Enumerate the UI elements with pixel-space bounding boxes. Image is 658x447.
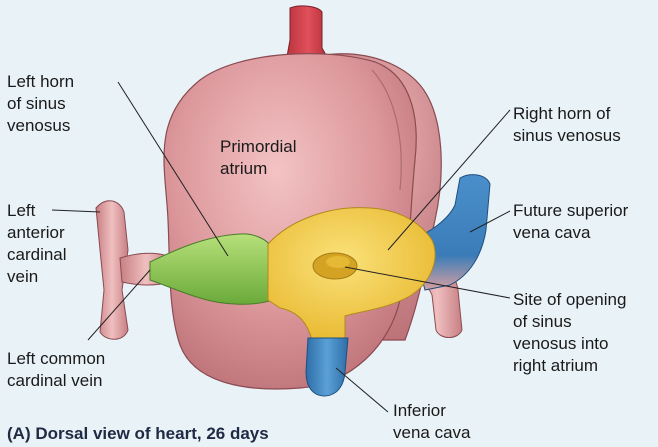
label-inferior-vena-cava: Inferior vena cava bbox=[393, 400, 471, 444]
label-future-svc: Future superior vena cava bbox=[513, 200, 628, 244]
inferior-vena-cava bbox=[306, 338, 348, 396]
label-right-horn: Right horn of sinus venosus bbox=[513, 103, 621, 147]
label-left-anterior-cardinal: Left anterior cardinal vein bbox=[7, 200, 67, 288]
label-left-horn: Left horn of sinus venosus bbox=[7, 71, 74, 137]
label-left-common-cardinal: Left common cardinal vein bbox=[7, 348, 105, 392]
leader-ivc bbox=[336, 368, 388, 412]
figure-caption: (A) Dorsal view of heart, 26 days bbox=[7, 424, 269, 444]
label-site-of-opening: Site of opening of sinus venosus into ri… bbox=[513, 289, 626, 377]
sinus-opening-highlight bbox=[326, 256, 350, 268]
label-primordial-atrium: Primordial atrium bbox=[220, 136, 297, 180]
